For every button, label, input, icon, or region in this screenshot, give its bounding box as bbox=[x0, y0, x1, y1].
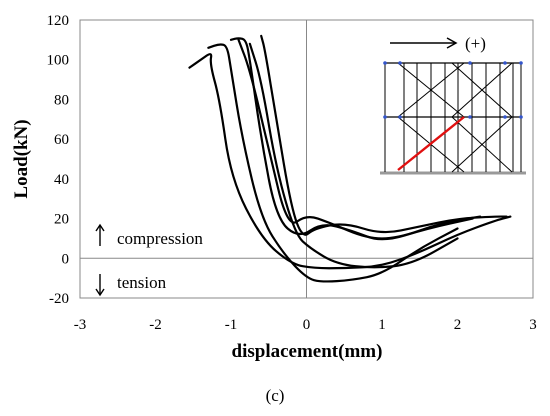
inset-node bbox=[468, 61, 472, 65]
hysteresis-curves bbox=[188, 34, 512, 283]
x-tick-label: -1 bbox=[225, 317, 238, 333]
y-tick-label: 80 bbox=[54, 92, 69, 108]
x-tick-label: 3 bbox=[529, 317, 537, 333]
tension-annotation: tension bbox=[95, 273, 167, 297]
frame-structure-inset bbox=[380, 61, 526, 175]
hysteresis-loop-1 bbox=[188, 53, 512, 270]
down-arrow-icon bbox=[95, 274, 105, 297]
y-tick-label: 0 bbox=[62, 251, 70, 267]
x-tick-label: -3 bbox=[74, 317, 87, 333]
x-tick-label: 2 bbox=[454, 317, 462, 333]
hysteresis-loop-6 bbox=[248, 42, 459, 269]
hysteresis-loop-4 bbox=[260, 34, 508, 236]
hysteresis-loop-5 bbox=[237, 38, 482, 240]
x-tick-label: -2 bbox=[149, 317, 162, 333]
y-tick-label: 100 bbox=[47, 53, 70, 69]
x-tick-labels: -3 -2 -1 0 1 2 3 bbox=[74, 317, 537, 333]
right-arrow-icon bbox=[390, 37, 458, 49]
up-arrow-icon bbox=[95, 223, 105, 246]
inset-node bbox=[519, 115, 523, 119]
y-tick-label: 40 bbox=[54, 172, 69, 188]
direction-label: (+) bbox=[465, 34, 486, 53]
inset-node bbox=[503, 115, 507, 119]
y-axis-label: Load(kN) bbox=[11, 119, 32, 198]
tension-label: tension bbox=[117, 273, 167, 292]
y-tick-label: 60 bbox=[54, 132, 69, 148]
inset-node bbox=[468, 115, 472, 119]
inset-node bbox=[519, 61, 523, 65]
inset-node bbox=[383, 61, 387, 65]
inset-brace bbox=[397, 62, 465, 118]
y-tick-label: 20 bbox=[54, 212, 69, 228]
x-tick-label: 0 bbox=[303, 317, 311, 333]
inset-node bbox=[398, 61, 402, 65]
x-axis-label: displacement(mm) bbox=[232, 341, 383, 362]
y-tick-label: -20 bbox=[49, 291, 69, 307]
figure-caption: (c) bbox=[266, 386, 285, 405]
compression-annotation: compression bbox=[95, 223, 203, 248]
inset-brace bbox=[451, 116, 513, 173]
y-tick-label: 120 bbox=[47, 13, 70, 29]
inset-node bbox=[383, 115, 387, 119]
loading-direction: (+) bbox=[390, 34, 486, 53]
inset-brace bbox=[451, 62, 513, 118]
inset-node bbox=[398, 115, 402, 119]
inset-node bbox=[503, 61, 507, 65]
x-tick-label: 1 bbox=[378, 317, 386, 333]
y-tick-labels: -20 0 20 40 60 80 100 120 bbox=[47, 13, 70, 307]
compression-label: compression bbox=[117, 229, 203, 248]
inset-highlighted-member bbox=[397, 116, 465, 171]
hysteresis-loop-2 bbox=[207, 43, 459, 283]
